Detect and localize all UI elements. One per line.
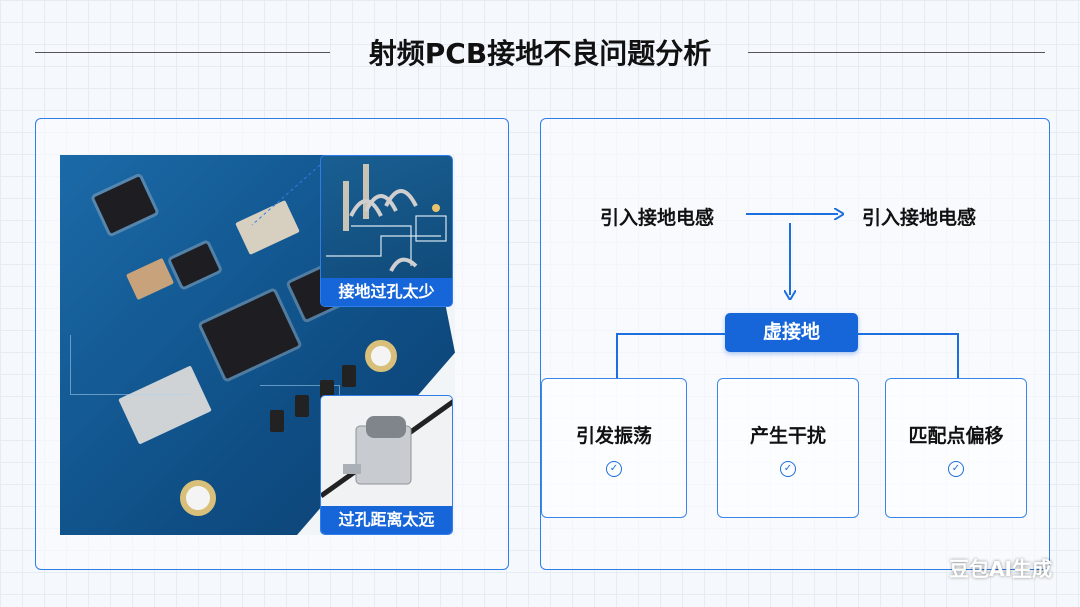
inset-caption: 接地过孔太少 (321, 278, 452, 306)
effect-label: 匹配点偏移 (908, 425, 1004, 447)
watermark: 豆包AI生成 (949, 557, 1052, 581)
connector-right (857, 333, 959, 378)
pin-header (342, 365, 356, 387)
trace (70, 335, 190, 395)
inset-via-distance: 过孔距离太远 (320, 395, 453, 535)
check-circle-icon: ✓ (948, 461, 964, 477)
mounting-hole (180, 480, 216, 516)
check-circle-icon: ✓ (780, 461, 796, 477)
inset-few-vias: 接地过孔太少 (320, 155, 453, 307)
mounting-hole (365, 340, 397, 372)
arrowhead-right-icon (834, 208, 844, 220)
effect-card: 引发振荡 ✓ (541, 378, 687, 518)
title-divider-right (748, 52, 1045, 53)
pin-header (295, 395, 309, 417)
source-node: 引入接地电感 (600, 207, 715, 229)
pin-header (270, 410, 284, 432)
effect-label: 引发振荡 (575, 425, 652, 447)
effect-card: 匹配点偏移 ✓ (885, 378, 1027, 518)
inset-caption: 过孔距离太远 (321, 506, 452, 534)
page-title: 射频PCB接地不良问题分析 (368, 37, 712, 70)
effect-card: 产生干扰 ✓ (717, 378, 859, 518)
arrowhead-down-icon (784, 290, 796, 300)
center-node-virtual-ground: 虚接地 (725, 313, 858, 352)
title-divider-left (35, 52, 330, 53)
check-circle-icon: ✓ (606, 461, 622, 477)
effect-label: 产生干扰 (749, 425, 826, 447)
via-pins-image (326, 164, 447, 272)
connector-left (616, 333, 726, 378)
arrow-down (789, 223, 791, 295)
arrow-right (746, 213, 838, 215)
callout-line (251, 164, 321, 226)
via-component-image (321, 399, 452, 499)
target-node: 引入接地电感 (862, 207, 977, 229)
